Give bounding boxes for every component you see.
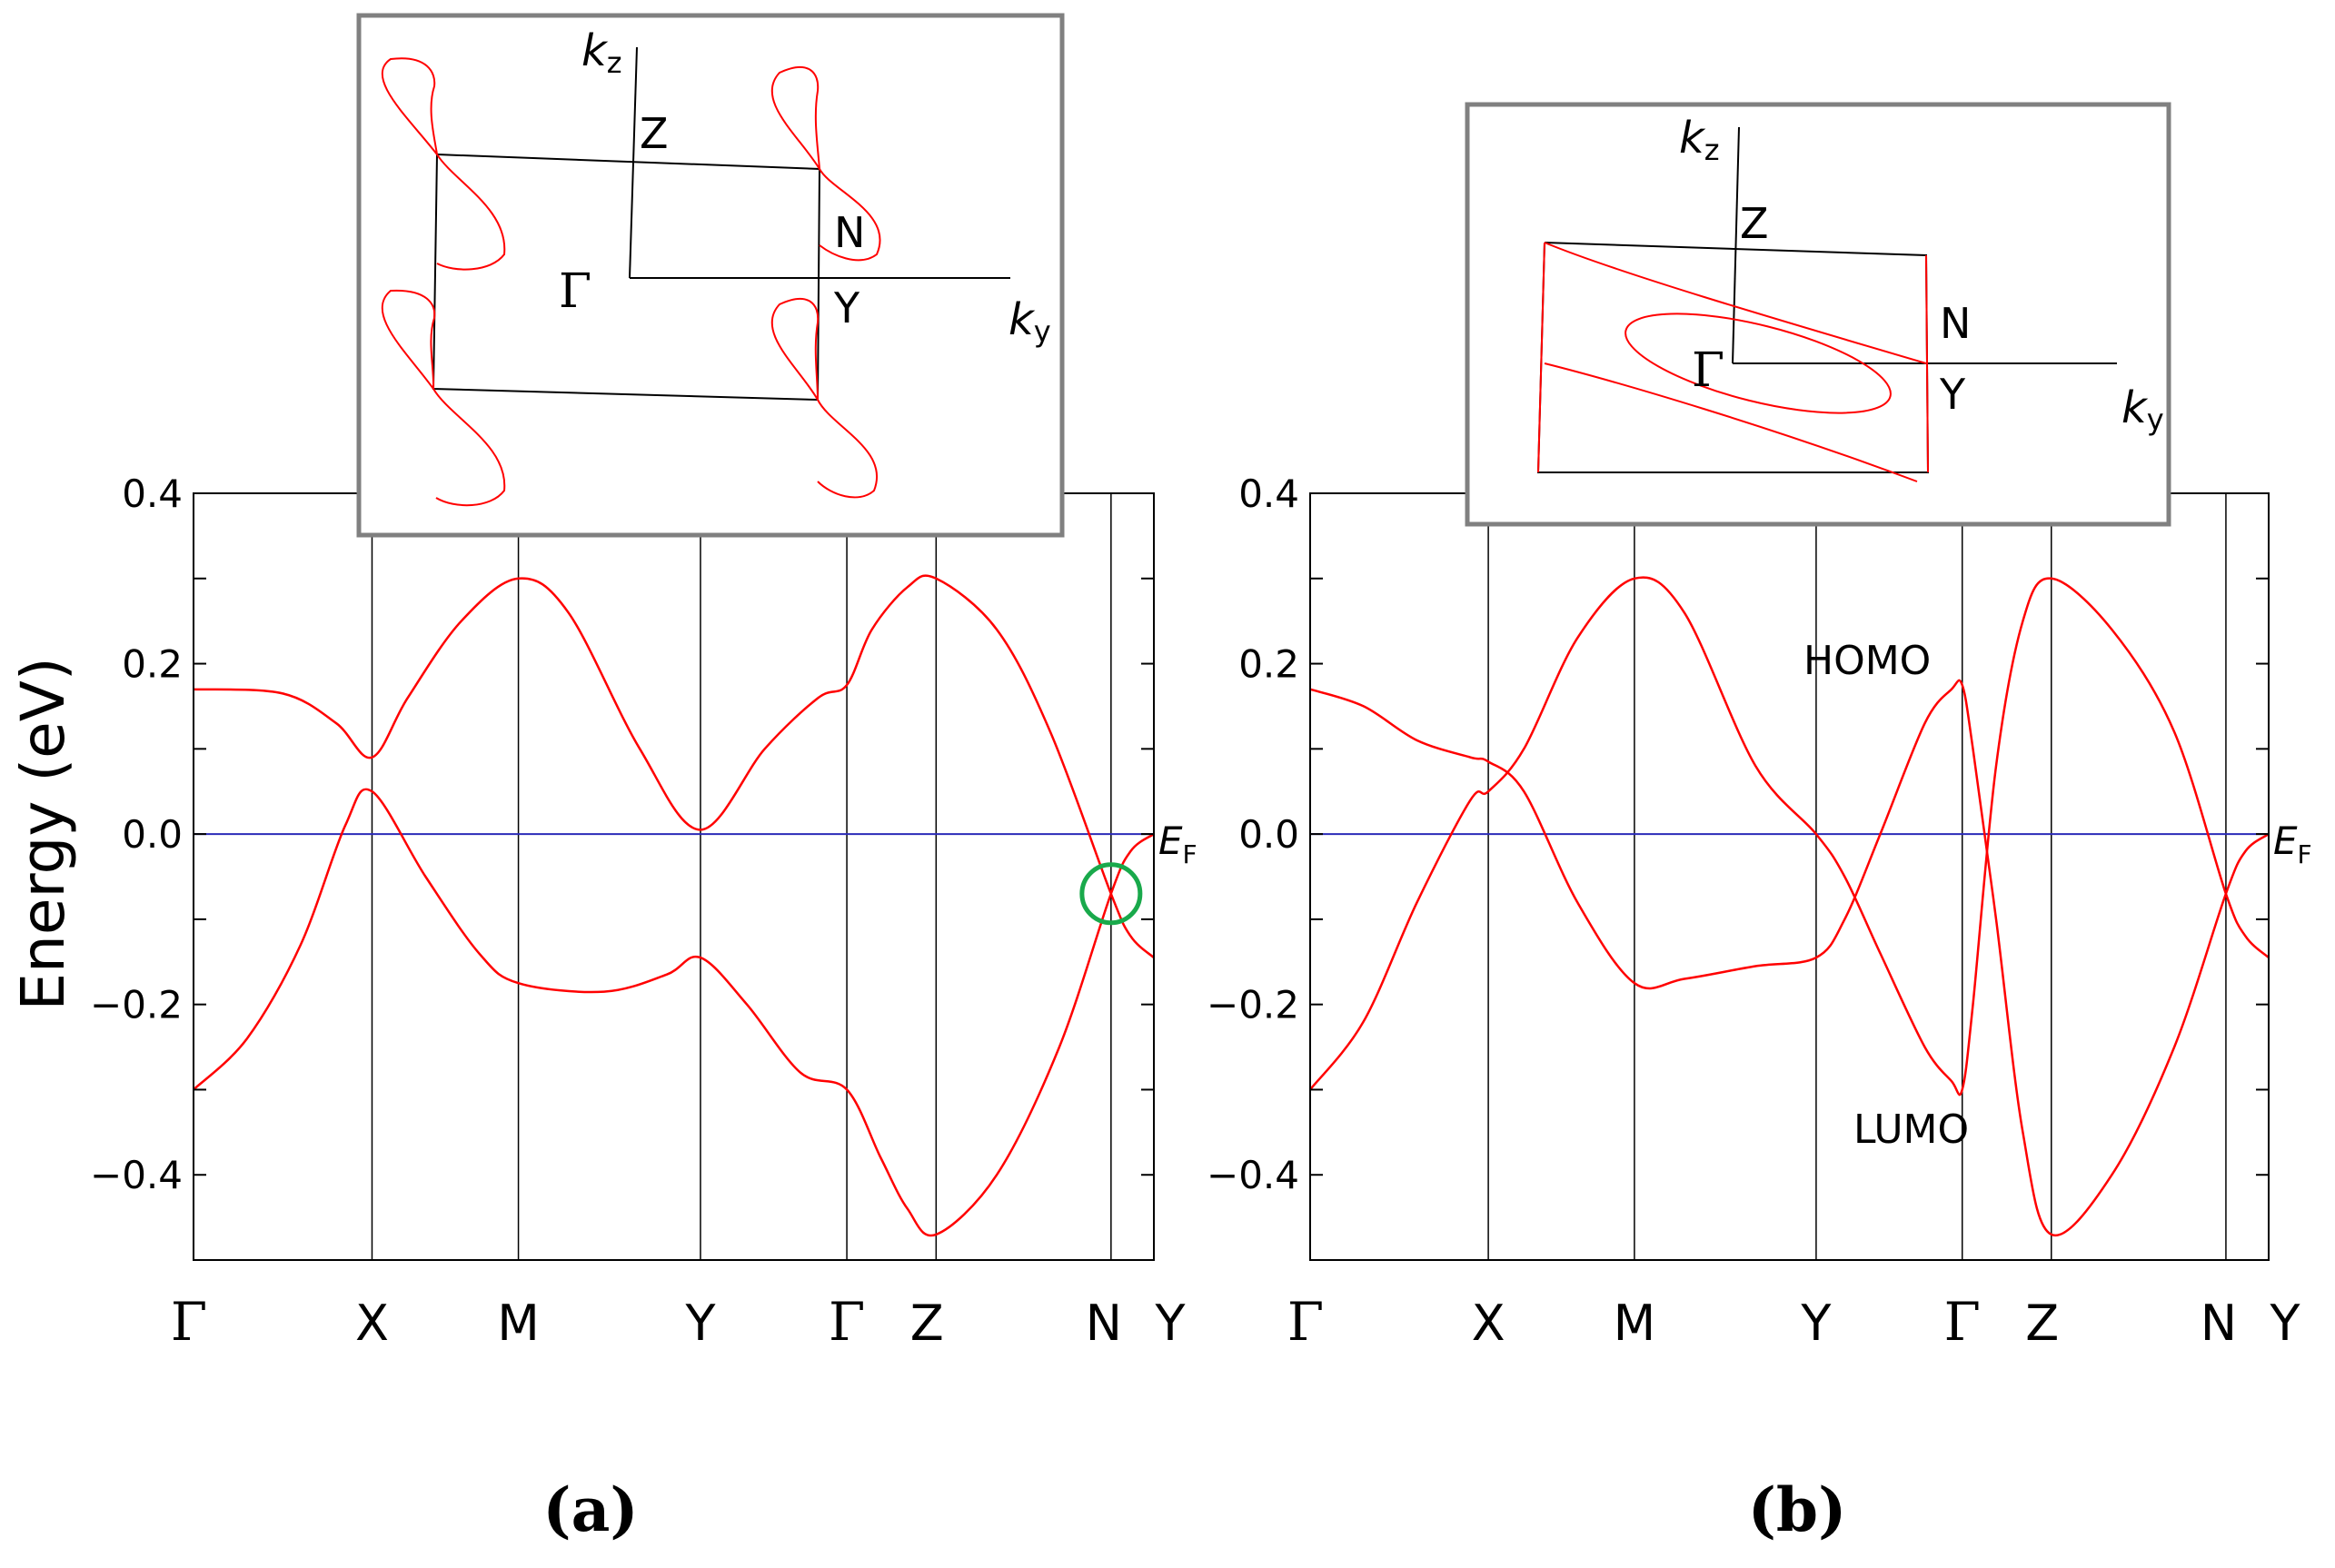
x-tick-label: Γ: [829, 1291, 865, 1353]
ky-main: k: [1009, 294, 1036, 345]
fermi-label-b: EF: [2273, 819, 2312, 869]
x-tick-label: Γ: [1944, 1291, 1981, 1353]
x-tick-label: N: [1086, 1295, 1122, 1352]
x-tick-label: Z: [910, 1295, 944, 1352]
inset-b-point-z: Z: [1740, 199, 1769, 248]
kz-main: k: [581, 25, 609, 76]
inset-a-kz-label: kz: [581, 25, 622, 80]
fermi-surface-a: [381, 57, 881, 507]
fermi-label-main: E: [2273, 819, 2298, 863]
kz-sub: z: [1704, 133, 1720, 167]
x-tick-label: Γ: [1287, 1291, 1324, 1353]
band-line-2: [1309, 576, 2270, 1097]
fermi-label-sub: F: [1183, 839, 1197, 869]
inset-b-point-n: N: [1940, 299, 1971, 348]
ky-main: k: [2121, 382, 2149, 433]
inset-a-point-z: Z: [640, 109, 669, 158]
inset-b-ky-label: ky: [2121, 382, 2164, 437]
y-tick-label: −0.2: [90, 983, 183, 1027]
x-tick-label: Y: [2270, 1295, 2301, 1352]
ky-sub: y: [1034, 314, 1051, 349]
inset-a-point-gamma: Γ: [559, 264, 591, 319]
inset-a-point-y: Y: [833, 283, 860, 332]
plot-frame: [193, 492, 1155, 1261]
fermi-label-main: E: [1158, 819, 1183, 863]
panel-label-a: (a): [542, 1474, 638, 1545]
y-tick-label: 0.0: [1238, 812, 1299, 857]
x-tick-label: M: [1614, 1295, 1656, 1352]
panel-label-b: (b): [1748, 1474, 1847, 1545]
crossing-highlight-circle: [1079, 862, 1143, 926]
inset-b-point-y: Y: [1939, 370, 1966, 419]
inset-a-ky-label: ky: [1009, 294, 1051, 349]
x-tick-label: N: [2201, 1295, 2237, 1352]
kz-sub: z: [607, 45, 622, 80]
y-tick-label: −0.4: [1207, 1153, 1299, 1197]
fermi-surface-b: [1537, 242, 1929, 482]
y-tick-label: −0.4: [90, 1153, 183, 1197]
fermi-label-a: EF: [1158, 819, 1197, 869]
y-tick-label: 0.4: [122, 471, 183, 516]
y-axis-label: Energy (eV): [8, 657, 78, 1010]
x-tick-label: Γ: [171, 1291, 207, 1353]
y-tick-label: 0.4: [1238, 471, 1299, 516]
x-tick-label: Y: [1155, 1295, 1187, 1352]
inset-b-point-gamma: Γ: [1692, 343, 1724, 398]
plot-frame: [1309, 492, 2270, 1261]
fermi-label-sub: F: [2298, 839, 2312, 869]
band-line-1: [193, 574, 1155, 959]
inset-a-point-n: N: [834, 208, 865, 257]
y-tick-label: 0.0: [122, 812, 183, 857]
y-tick-label: 0.2: [1238, 642, 1299, 687]
inset-b: kz Z N Γ Y ky: [1465, 102, 2171, 527]
y-tick-label: 0.2: [122, 642, 183, 687]
ky-sub: y: [2147, 402, 2164, 437]
homo-label: HOMO: [1803, 638, 1931, 684]
inset-b-kz-label: kz: [1679, 113, 1720, 167]
x-tick-label: M: [497, 1295, 540, 1352]
kz-axis-b: [1732, 126, 1740, 364]
x-tick-label: X: [1472, 1295, 1505, 1352]
x-tick-label: Y: [684, 1295, 716, 1352]
band-line-1: [1309, 679, 2270, 1237]
y-tick-label: −0.2: [1207, 983, 1299, 1027]
x-tick-label: Y: [1800, 1295, 1832, 1352]
x-tick-label: X: [355, 1295, 389, 1352]
kz-main: k: [1679, 113, 1706, 164]
x-tick-label: Z: [2025, 1295, 2059, 1352]
lumo-label: LUMO: [1853, 1107, 1969, 1153]
inset-frame-b: [1465, 102, 2171, 527]
inset-a: kz Z N Γ Y ky: [356, 13, 1065, 538]
inset-frame-a: [356, 13, 1065, 538]
band-line-2: [193, 788, 1155, 1237]
